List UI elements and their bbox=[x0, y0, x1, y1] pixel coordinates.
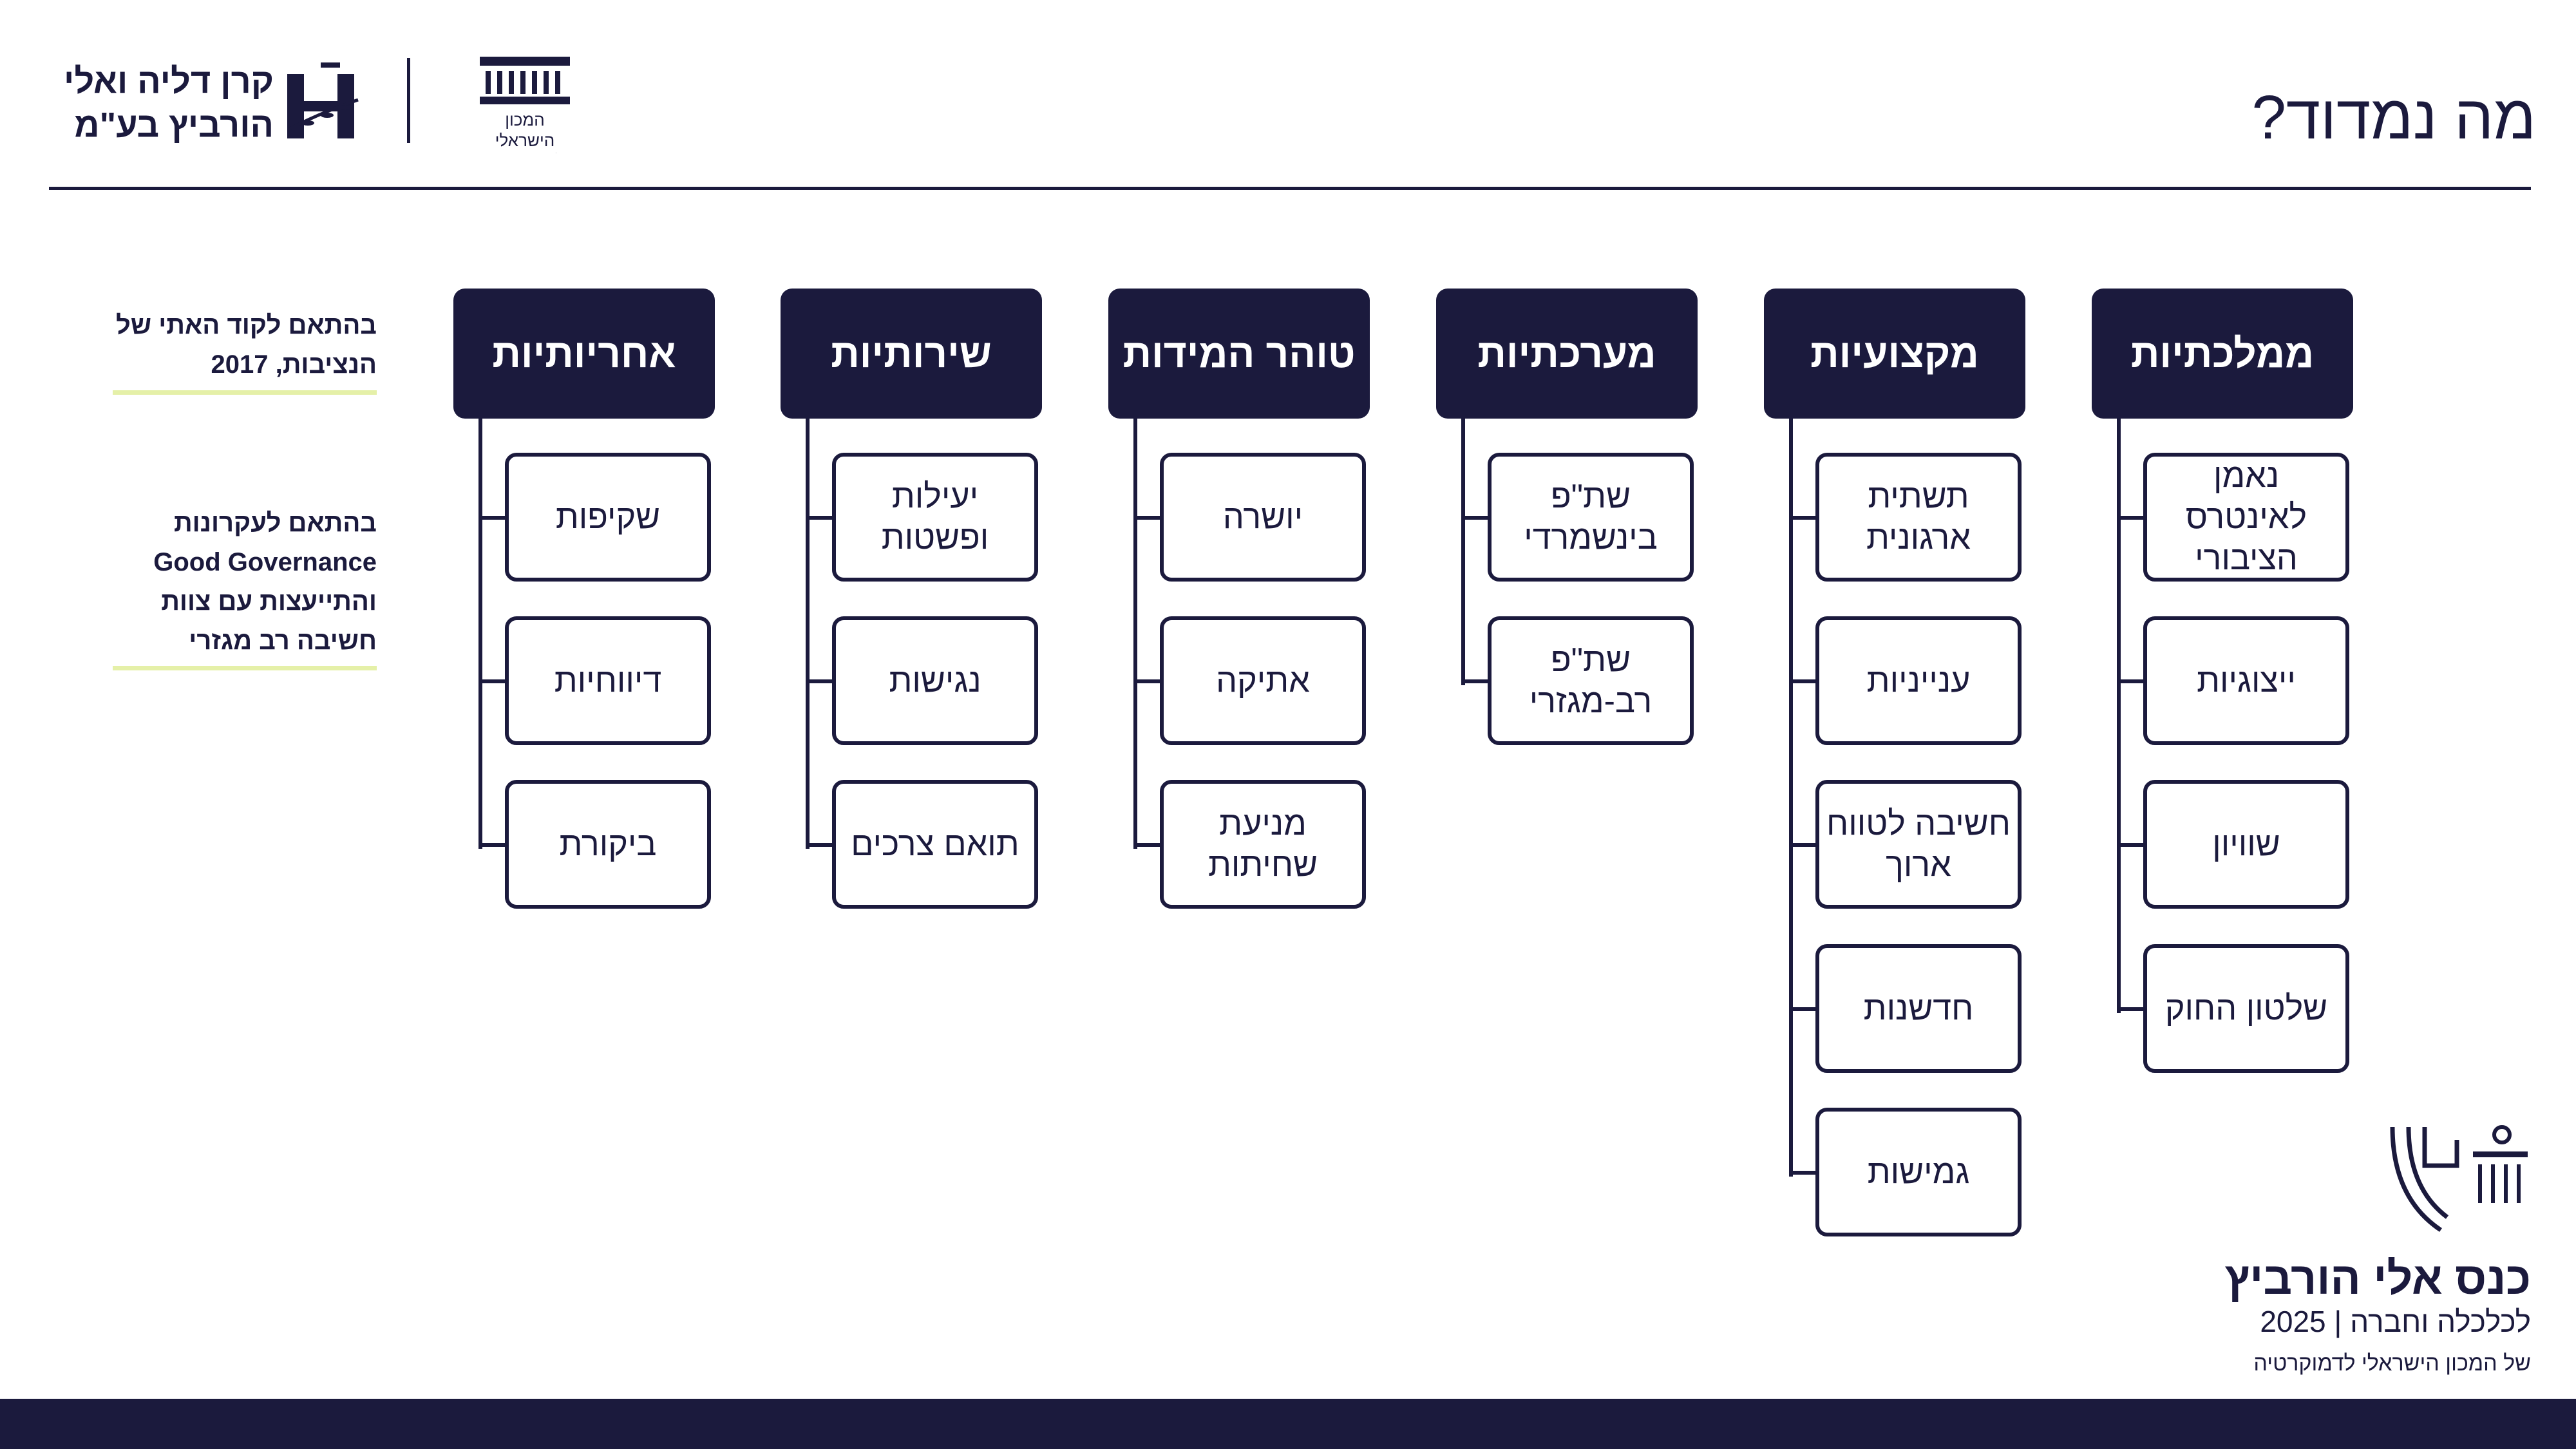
tree-connector bbox=[2119, 843, 2146, 847]
source-note-ethics-code: בהתאם לקוד האתי של הנציבות, 2017 bbox=[116, 311, 377, 379]
conference-logo-icon bbox=[2390, 1125, 2528, 1232]
tree-connector bbox=[1461, 419, 1465, 685]
subcategory-box: דיווחיות bbox=[505, 616, 711, 745]
tree-connector bbox=[1791, 843, 1818, 847]
tree-connector bbox=[1135, 516, 1162, 520]
idi-logo-text: המכון הישראלי לדמוקרטיה bbox=[486, 110, 564, 153]
tree-connector bbox=[2117, 419, 2121, 1013]
category-header: שירותיות bbox=[781, 289, 1042, 419]
conference-subtitle: לכלכלה וחברה | 2025 bbox=[2260, 1305, 2531, 1338]
subcategory-box: אתיקה bbox=[1160, 616, 1366, 745]
category-header: אחריותיות bbox=[453, 289, 715, 419]
tree-connector bbox=[478, 419, 482, 849]
subcategory-box: נגישות bbox=[832, 616, 1038, 745]
tree-connector bbox=[808, 843, 835, 847]
tree-connector bbox=[480, 679, 507, 683]
subcategory-box: שקיפות bbox=[505, 453, 711, 582]
tree-connector bbox=[480, 843, 507, 847]
tree-connector bbox=[1135, 843, 1162, 847]
tree-connector bbox=[1133, 419, 1137, 849]
tree-connector bbox=[2119, 516, 2146, 520]
subcategory-box: ענייניות bbox=[1815, 616, 2022, 745]
category-header: טוהר המידות bbox=[1108, 289, 1370, 419]
subcategory-box: יעילות ופשטות bbox=[832, 453, 1038, 582]
footer-band bbox=[0, 1399, 2576, 1449]
subcategory-box: תואם צרכים bbox=[832, 780, 1038, 909]
subcategory-box: שת"פ בינשמרדי bbox=[1488, 453, 1694, 582]
tree-connector bbox=[2119, 1007, 2146, 1011]
note-underline bbox=[113, 666, 377, 670]
tree-connector bbox=[2119, 679, 2146, 683]
horowitz-foundation-logo-text: קרן דליה ואלי הורביץ בע"מ bbox=[64, 62, 274, 144]
tree-connector bbox=[1463, 679, 1490, 683]
subcategory-box: גמישות bbox=[1815, 1108, 2022, 1236]
subcategory-box: מניעת שחיתות bbox=[1160, 780, 1366, 909]
tree-connector bbox=[1135, 679, 1162, 683]
tree-connector bbox=[1791, 516, 1818, 520]
logo-divider bbox=[407, 58, 410, 143]
category-header: מקצועיות bbox=[1764, 289, 2025, 419]
idi-institution-logo-icon: המכון הישראלי לדמוקרטיה bbox=[480, 57, 570, 153]
subcategory-box: שלטון החוק bbox=[2143, 944, 2349, 1073]
conference-title: כנס אלי הורביץ bbox=[2224, 1253, 2531, 1303]
page-title: מה נמדוד? bbox=[2251, 83, 2536, 152]
subcategory-box: חדשנות bbox=[1815, 944, 2022, 1073]
subcategory-box: ייצוגיות bbox=[2143, 616, 2349, 745]
tree-connector bbox=[1791, 1007, 1818, 1011]
horowitz-h-logo-icon bbox=[287, 62, 359, 138]
subcategory-box: יושרה bbox=[1160, 453, 1366, 582]
subcategory-box: תשתית ארגונית bbox=[1815, 453, 2022, 582]
subcategory-box: חשיבה לטווח ארוך bbox=[1815, 780, 2022, 909]
category-header: ממלכתיות bbox=[2092, 289, 2353, 419]
tree-connector bbox=[1789, 419, 1793, 1177]
note-underline bbox=[113, 390, 377, 395]
subcategory-box: שוויון bbox=[2143, 780, 2349, 909]
header-divider bbox=[49, 187, 2531, 190]
tree-connector bbox=[1463, 516, 1490, 520]
tree-connector bbox=[1791, 679, 1818, 683]
subcategory-box: נאמן לאינטרס הציבורי bbox=[2143, 453, 2349, 582]
tree-connector bbox=[1791, 1171, 1818, 1175]
tree-connector bbox=[806, 419, 810, 849]
category-header: מערכתיות bbox=[1436, 289, 1698, 419]
subcategory-box: שת"פ רב-מגזרי bbox=[1488, 616, 1694, 745]
source-note-good-governance: בהתאם לעקרונות Good Governance והתייעצות… bbox=[153, 509, 377, 655]
conference-organizer: של המכון הישראלי לדמוקרטיה bbox=[2253, 1351, 2531, 1376]
tree-connector bbox=[808, 679, 835, 683]
subcategory-box: ביקורת bbox=[505, 780, 711, 909]
tree-connector bbox=[808, 516, 835, 520]
tree-connector bbox=[480, 516, 507, 520]
